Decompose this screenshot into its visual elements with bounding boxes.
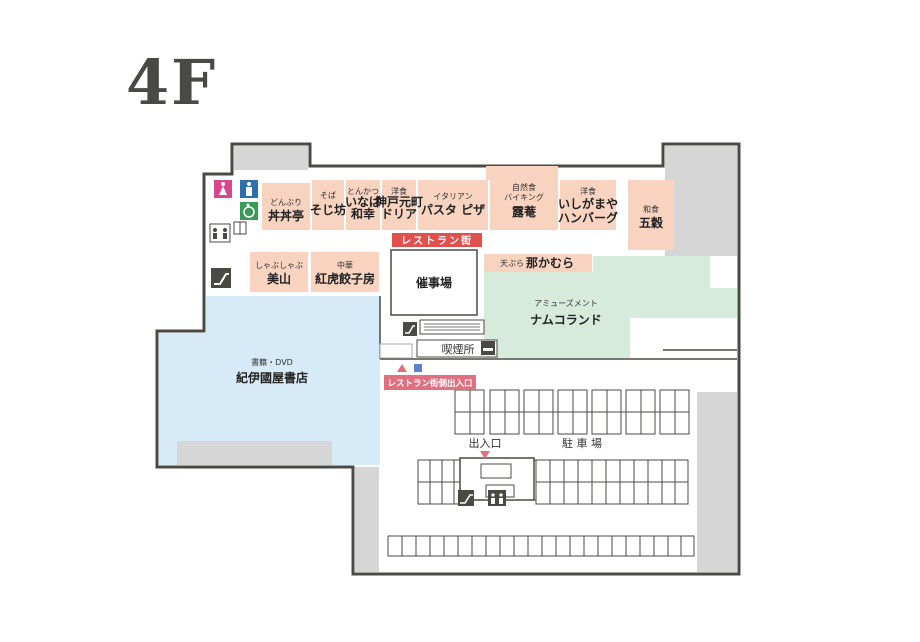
shop-category: バイキング: [504, 192, 544, 202]
restroom-icon: [488, 490, 506, 506]
parking-entrance-marker-icon: [480, 451, 490, 459]
shop-category: とんかつ: [347, 187, 379, 196]
event-hall-label: 催事場: [416, 275, 452, 290]
parking-stalls-top: [454, 389, 690, 435]
shop-chinese[interactable]: [311, 252, 379, 292]
baby-room-icon: [209, 223, 231, 243]
shop-name: いなば: [345, 194, 381, 209]
shop-name: 那かむら: [526, 256, 574, 270]
shop-category: 中華: [337, 260, 353, 270]
event-hall[interactable]: [390, 249, 478, 316]
shop-name: いしがまや: [558, 196, 618, 211]
shop-name: 紅虎餃子房: [315, 271, 375, 286]
shop-name: 五穀: [639, 215, 664, 230]
shop-category: 天ぷら: [500, 259, 524, 268]
shop-buffet[interactable]: [490, 166, 558, 230]
restaurant-street-label: レストラン街: [401, 234, 473, 247]
parking-stalls-middle: [417, 459, 689, 505]
back-area: [355, 467, 379, 572]
shop-washoku[interactable]: [628, 180, 674, 250]
shop-name: 神戸元町: [375, 194, 423, 209]
shop-name: パスタ ピザ: [421, 203, 485, 217]
parking-entrance-label: 出入口: [469, 436, 502, 450]
shop-hamburg[interactable]: [560, 180, 616, 230]
shop-name: ドリア: [381, 207, 417, 221]
shop-donburi[interactable]: [262, 183, 310, 230]
back-area: [665, 146, 737, 256]
bookstore-area: [159, 296, 380, 465]
shop-category: 洋食: [391, 186, 407, 196]
elevator-icon: [233, 221, 247, 235]
shop-category: アミューズメント: [534, 298, 597, 308]
shop-shabu[interactable]: [250, 252, 308, 292]
shop-category: どんぶり: [270, 198, 302, 207]
shop-italian[interactable]: [418, 180, 488, 230]
restroom-male-icon: [240, 180, 258, 198]
shop-name: ハンバーグ: [558, 210, 618, 225]
parking-stalls-bottom: [387, 535, 695, 557]
shop-name: 丼丼亭: [268, 208, 304, 223]
escalator-icon: [403, 322, 417, 336]
shop-soba[interactable]: [312, 180, 344, 230]
back-area: [234, 146, 308, 170]
restaurant-entrance-label: レストラン街側出入口: [387, 378, 472, 389]
restroom-female-icon: [214, 180, 232, 198]
escalator-icon: [211, 268, 231, 288]
shop-youshoku-doria[interactable]: [382, 180, 416, 230]
shop-category: 洋食: [580, 186, 596, 196]
smoking-room-label: 喫煙所: [442, 343, 475, 356]
restaurant-street-banner: [392, 233, 482, 247]
amusement-area: [484, 256, 737, 358]
restaurant-entrance-banner: [384, 375, 476, 390]
back-area: [697, 320, 737, 338]
shop-category: 自然食: [512, 182, 536, 192]
parking-label: 駐 車 場: [562, 436, 602, 450]
shop-category: 書籍・DVD: [251, 357, 293, 367]
shop-category: そば: [320, 191, 336, 200]
shop-name: ナムコランド: [530, 313, 602, 327]
shop-tonkatsu[interactable]: [346, 180, 380, 230]
shop-category: 和食: [643, 204, 659, 214]
restroom-marker-icon: [414, 364, 422, 372]
accessible-icon: [240, 202, 258, 220]
back-area: [697, 392, 737, 572]
floor-number: 4F: [126, 46, 218, 119]
smoking-icon: [481, 341, 495, 355]
shop-category: イタリアン: [433, 192, 472, 201]
shop-name: 紀伊國屋書店: [236, 370, 308, 385]
shop-name: そじ坊: [310, 202, 346, 217]
back-area: [177, 441, 332, 465]
smoking-room[interactable]: [416, 339, 498, 358]
escalator-icon: [458, 490, 474, 506]
shop-name: 露菴: [512, 204, 537, 219]
entrance-marker-icon: [397, 364, 407, 372]
shop-name: 和幸: [350, 206, 375, 221]
shop-name: 美山: [267, 271, 291, 286]
shop-tempura[interactable]: [484, 254, 592, 272]
shop-category: しゃぶしゃぶ: [255, 261, 303, 270]
